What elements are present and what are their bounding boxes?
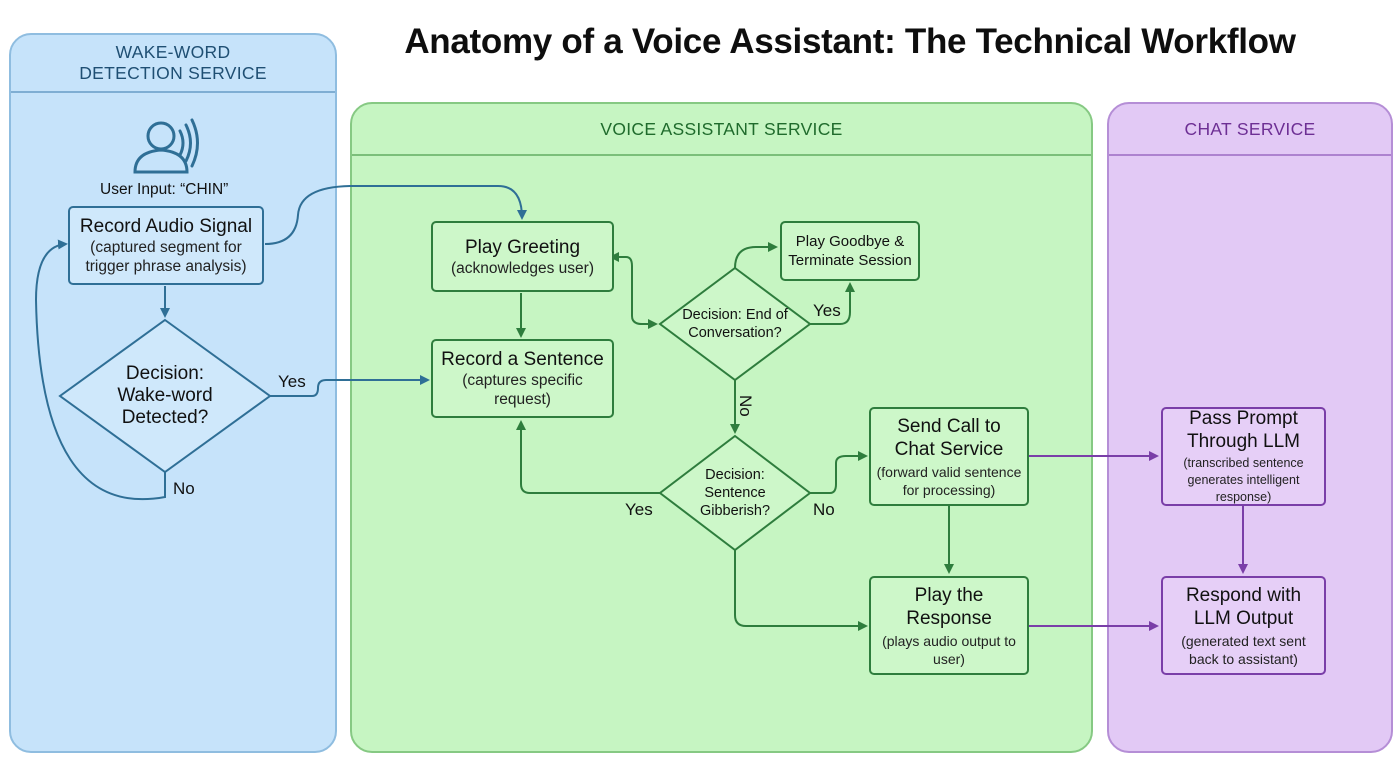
edge-wake-no-loop	[34, 239, 166, 501]
play-response-title: Play the Response	[906, 584, 992, 629]
end-decision-label: Decision: End of Conversation?	[680, 302, 790, 346]
pass-prompt-title: Pass Prompt Through LLM	[1186, 408, 1300, 452]
node-record-sentence: Record a Sentence (captures specific req…	[431, 339, 614, 418]
play-greeting-desc: (acknowledges user)	[450, 259, 594, 277]
respond-llm-title: Respond with LLM Output	[1185, 584, 1302, 629]
lane-voice-header: VOICE ASSISTANT SERVICE	[352, 104, 1091, 156]
diagram-title: Anatomy of a Voice Assistant: The Techni…	[404, 22, 1296, 61]
wake-decision-label: Decision: Wake-word Detected?	[100, 362, 230, 430]
node-send-call: Send Call to Chat Service (forward valid…	[869, 407, 1029, 506]
edge-end-yes-to-goodbye	[810, 282, 855, 325]
pass-prompt-desc: (transcribed sentence generates intellig…	[1183, 456, 1304, 504]
edge-record-audio-to-greeting	[264, 185, 527, 245]
end-decision-text: Decision: End of Conversation?	[682, 307, 788, 341]
gibberish-decision-label: Decision: Sentence Gibberish?	[690, 463, 780, 523]
node-respond-llm-output: Respond with LLM Output (generated text …	[1161, 576, 1326, 675]
user-input-label: User Input: “CHIN”	[100, 181, 229, 198]
label-end-yes: Yes	[813, 301, 841, 320]
play-goodbye-title: Play Goodbye & Terminate Session	[788, 233, 912, 269]
lane-voice-title: VOICE ASSISTANT SERVICE	[600, 118, 843, 139]
user-speaking-icon	[133, 118, 199, 174]
edge-gibberish-no-to-send-call	[810, 451, 868, 494]
node-pass-prompt-llm: Pass Prompt Through LLM (transcribed sen…	[1161, 407, 1326, 506]
record-sentence-desc: (captures specific request)	[462, 372, 583, 408]
edge-wake-yes-to-record-sentence	[270, 375, 430, 397]
record-audio-desc: (captured segment for trigger phrase ana…	[85, 239, 247, 275]
record-audio-title: Record Audio Signal	[79, 216, 253, 237]
label-gibberish-no: No	[813, 500, 835, 519]
edge-gibberish-to-play-response	[734, 550, 868, 631]
edge-gibberish-yes-to-record	[516, 420, 660, 494]
lane-chat-header: CHAT SERVICE	[1109, 104, 1391, 156]
send-call-title: Send Call to Chat Service	[894, 415, 1004, 460]
edge-greeting-end-decision	[609, 252, 658, 329]
node-play-greeting: Play Greeting (acknowledges user)	[431, 221, 614, 292]
wake-decision-text: Decision: Wake-word Detected?	[117, 363, 213, 428]
label-gibberish-yes: Yes	[625, 500, 653, 519]
lane-wake-header: WAKE-WORD DETECTION SERVICE	[11, 35, 335, 93]
play-response-desc: (plays audio output to user)	[882, 632, 1016, 667]
respond-llm-desc: (generated text sent back to assistant)	[1181, 632, 1306, 667]
label-wake-no: No	[173, 479, 195, 498]
node-play-goodbye: Play Goodbye & Terminate Session	[780, 221, 920, 281]
label-end-no: No	[736, 395, 755, 417]
gibberish-decision-text: Decision: Sentence Gibberish?	[699, 467, 771, 519]
play-greeting-title: Play Greeting	[464, 236, 581, 258]
node-play-response: Play the Response (plays audio output to…	[869, 576, 1029, 675]
lane-chat-title: CHAT SERVICE	[1184, 118, 1316, 139]
send-call-desc: (forward valid sentence for processing)	[876, 463, 1022, 498]
label-wake-yes: Yes	[278, 372, 306, 391]
record-sentence-title: Record a Sentence	[441, 349, 604, 370]
node-record-audio-signal: Record Audio Signal (captured segment fo…	[68, 206, 264, 285]
edge-end-decision-to-goodbye	[734, 242, 778, 269]
lane-wake-title: WAKE-WORD DETECTION SERVICE	[79, 42, 267, 83]
